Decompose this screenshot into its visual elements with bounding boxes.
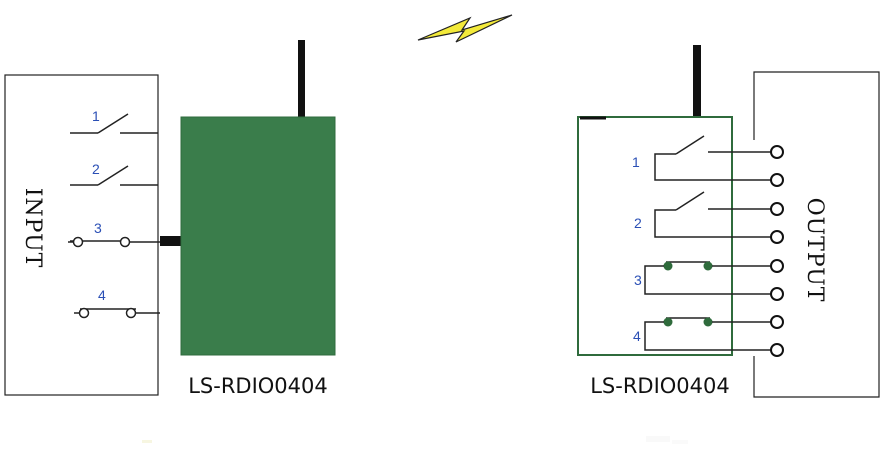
terminal: [770, 315, 784, 329]
relay-number: 1: [632, 154, 640, 170]
receiver-relay-1: 1: [632, 135, 776, 181]
input-switch-2: 2: [70, 161, 158, 186]
relay-number: 4: [633, 328, 641, 344]
input-switch-4: 4: [74, 287, 160, 319]
receiver-antenna: [693, 45, 701, 117]
receiver-relay-4: 4: [633, 317, 776, 351]
transmitter-label: LS-RDIO0404: [188, 374, 328, 398]
receiver-label: LS-RDIO0404: [590, 374, 730, 398]
receiver-relay-3: 3: [634, 261, 776, 295]
transmitter-device: LS-RDIO0404: [160, 40, 336, 398]
switch-number: 4: [98, 287, 106, 303]
terminal: [770, 230, 784, 244]
relay-number: 3: [634, 272, 642, 288]
terminal: [770, 287, 784, 301]
output-panel-box: [753, 71, 880, 398]
switch-number: 3: [94, 220, 102, 236]
receiver-relay-2: 2: [634, 191, 776, 238]
relay-number: 2: [634, 215, 642, 231]
input-switch-3: 3: [68, 220, 160, 248]
input-panel-label: INPUT: [20, 188, 45, 269]
output-panel-label: OUTPUT: [802, 198, 827, 303]
transmitter-body: [180, 116, 336, 356]
transmitter-antenna: [298, 40, 305, 118]
terminal: [770, 259, 784, 273]
terminal: [770, 343, 784, 357]
terminal: [770, 202, 784, 216]
input-panel-box: [4, 74, 159, 396]
terminal: [770, 173, 784, 187]
output-panel: OUTPUT: [753, 71, 880, 398]
input-switch-1: 1: [70, 108, 158, 134]
switch-number: 1: [92, 108, 100, 124]
terminal: [770, 145, 784, 159]
switch-number: 2: [92, 161, 100, 177]
output-terminals: [770, 145, 784, 357]
background-artifacts: [142, 436, 688, 444]
transmitter-connector: [160, 236, 182, 246]
lightning-bolt-icon: [417, 14, 513, 43]
receiver-device: LS-RDIO0404 1 2 3 4: [577, 45, 784, 398]
input-panel: INPUT 1 2 3 4: [4, 74, 160, 396]
